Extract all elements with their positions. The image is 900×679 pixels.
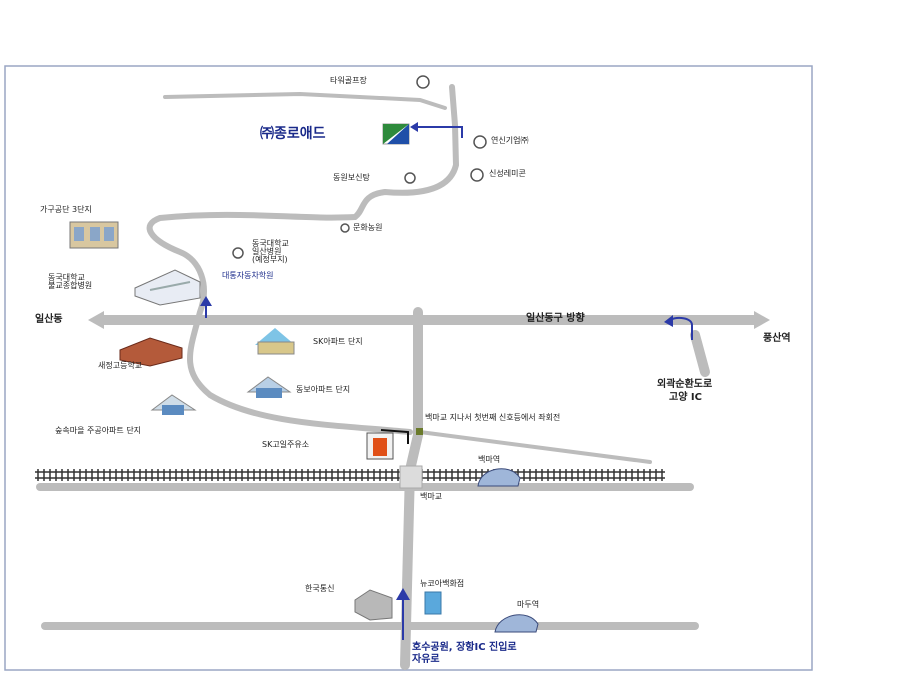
label-newcore: 뉴코아백화점	[420, 579, 465, 588]
kt-building-icon	[354, 589, 393, 621]
company-logo	[382, 123, 410, 145]
label-jugong-apt: 숲속마을 주공아파트 단지	[55, 426, 142, 435]
label-sk-gas: SK고일주유소	[262, 440, 310, 449]
jugong-apartment-icon	[150, 394, 197, 415]
label-kt: 한국통신	[305, 584, 335, 593]
label-dongwon: 동원보신탕	[333, 173, 370, 182]
label-dongbo-apt: 동보아파트 단지	[296, 385, 351, 394]
label-sinseong: 신성레미콘	[489, 169, 526, 178]
label-ilsandonggu: 일산동구 방향	[526, 313, 585, 324]
label-yeonsin: 연신기업㈜	[491, 136, 529, 145]
arrowhead-company	[410, 122, 418, 132]
newcore-building-icon	[424, 591, 442, 615]
label-driving-school-small: 동국대학교 일산병원 (예정부지)	[252, 239, 289, 264]
road-network	[36, 84, 760, 670]
road-arrow-right	[754, 311, 770, 329]
school-building-icon	[119, 337, 183, 367]
label-company-brand: ㈜종로애드	[260, 126, 326, 142]
label-driving-school: 대통자동차학원	[222, 271, 274, 280]
label-madu-station: 마두역	[517, 600, 540, 609]
arrowhead-school	[200, 296, 212, 306]
label-saejeong-school: 새정고등학교	[98, 361, 143, 370]
label-baekma-bridge: 백마교	[420, 492, 443, 501]
arrow-sk-route	[380, 429, 409, 444]
sk-apartment-icon	[255, 328, 295, 355]
arrowhead-bottom	[396, 588, 410, 600]
label-bottom-note: 호수공원, 장항IC 진입로 자유로	[412, 642, 517, 665]
road-winding	[146, 84, 460, 435]
direction-arrows	[205, 126, 693, 640]
arrowhead-pungsan	[664, 315, 673, 327]
rail-crossing	[399, 465, 423, 489]
label-munhwa: 문화농원	[353, 223, 383, 232]
furniture-complex-icon	[69, 221, 119, 249]
label-beltway: 외곽순환도로 고양 IC	[657, 379, 713, 403]
road-diagonal-right	[418, 430, 652, 464]
traffic-light-icon	[416, 428, 423, 435]
road-arrow-left	[88, 311, 104, 329]
railway	[35, 469, 665, 481]
dongbo-apartment-icon	[246, 376, 292, 398]
label-hospital: 동국대학교 불교종합병원	[48, 273, 93, 290]
label-furniture: 가구공단 3단지	[40, 205, 92, 214]
label-golf: 타워골프장	[330, 76, 367, 85]
landmark-markers	[232, 75, 487, 259]
hospital-building-icon	[134, 269, 201, 306]
label-sk-apt: SK아파트 단지	[313, 337, 363, 346]
baekma-train-icon	[477, 468, 521, 487]
label-ilsandong: 일산동	[35, 314, 63, 325]
road-beltway	[690, 330, 710, 377]
label-direction-note: 백마교 지나서 첫번째 신호등에서 좌회전	[425, 413, 561, 422]
road-main-vertical	[400, 307, 423, 670]
madu-train-icon	[494, 614, 539, 633]
arrow-into-company	[412, 126, 463, 138]
road-golf-top	[163, 91, 447, 110]
label-pungsan: 풍산역	[763, 333, 791, 344]
label-baekma-station: 백마역	[478, 455, 501, 464]
gas-station-icon	[366, 432, 394, 460]
